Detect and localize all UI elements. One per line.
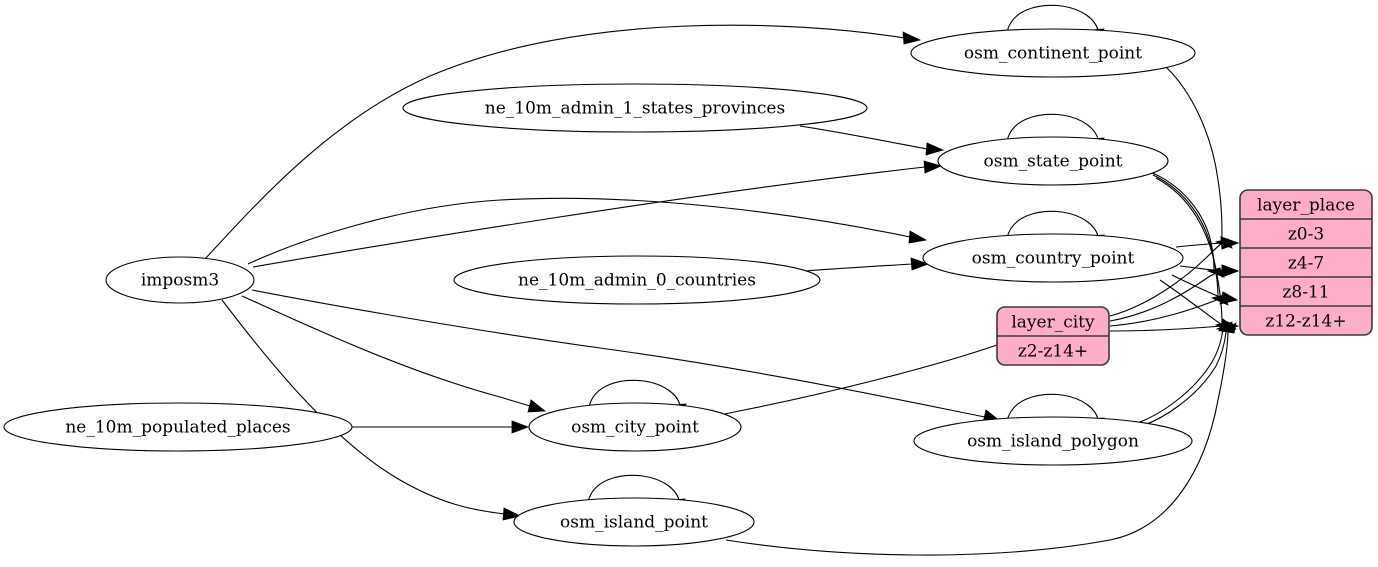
edge-imposm3-osm_island_point (221, 299, 506, 515)
node-ne-10m-admin-1-states-provinces[interactable]: ne_10m_admin_1_states_provinces (402, 83, 868, 133)
edge-osm_state_point-layer_place-z12-z14 (1155, 177, 1223, 325)
arrowhead (910, 257, 930, 271)
edge-osm_country_point-layer_place-z4-7 (1179, 265, 1223, 272)
record-node-layer-place[interactable]: layer_place z0-3 z4-7 z8-11 z12-z14+ (1239, 189, 1373, 336)
record-row-layer-city-z2-z14[interactable]: z2-z14+ (1018, 342, 1088, 362)
edge-osm_state_point-layer_place-z8-11 (1152, 174, 1219, 298)
node-label-ne-populated: ne_10m_populated_places (65, 418, 290, 438)
node-shape-ne-countries[interactable] (453, 255, 821, 305)
node-label-ne-countries: ne_10m_admin_0_countries (518, 271, 756, 291)
edge-self-loop-osm_city_point (588, 379, 681, 408)
node-shape-osm-state-point[interactable] (937, 136, 1169, 186)
node-ne-10m-admin-0-countries[interactable]: ne_10m_admin_0_countries (453, 255, 821, 305)
arrowhead (1219, 291, 1239, 305)
node-label-osm-island-polygon: osm_island_polygon (967, 432, 1139, 452)
record-row-layer-city-title: layer_city (1011, 313, 1095, 333)
arrowhead (902, 31, 922, 45)
arrowhead (1220, 322, 1237, 334)
arrowhead (925, 142, 945, 156)
edge-layer_city-layer_place-z8-11 (1109, 297, 1223, 327)
edge-imposm3-osm_city_point (241, 295, 531, 407)
edge-self-loop-osm_continent_point (1006, 4, 1099, 33)
edge-osm_country_point-layer_place-z12-z14 (1159, 279, 1223, 326)
node-shape-osm-island-polygon[interactable] (913, 416, 1193, 466)
edge-layer (204, 4, 1240, 556)
arrowhead (511, 420, 530, 434)
node-ne-10m-populated-places[interactable]: ne_10m_populated_places (3, 402, 353, 452)
node-shape-osm-city-point[interactable] (528, 402, 742, 452)
node-shape-imposm3[interactable] (105, 256, 255, 304)
node-layer: imposm3 ne_10m_admin_1_states_provinces … (3, 28, 1196, 547)
node-label-osm-continent-point: osm_continent_point (964, 44, 1142, 64)
edge-osm_island_point-layer_place-z12-z14 (725, 329, 1229, 556)
edge-ne_countries-osm_country_point (804, 263, 913, 272)
node-osm-island-polygon[interactable]: osm_island_polygon (913, 416, 1193, 466)
edge-imposm3-osm_country_point (247, 197, 911, 265)
node-shape-ne-populated[interactable] (3, 402, 353, 452)
edge-layer_city-layer_place-z0-3 (1109, 242, 1223, 317)
node-shape-osm-island-point[interactable] (513, 497, 755, 547)
record-row-layer-place-z0-3[interactable]: z0-3 (1288, 225, 1324, 245)
edge-imposm3-osm_continent_point (204, 24, 906, 260)
edge-osm_island_polygon-layer_place-z12-z14 (1124, 327, 1224, 428)
node-osm-island-point[interactable]: osm_island_point (513, 497, 755, 547)
edge-layer_city-layer_place-z12-z14 (1109, 325, 1223, 332)
node-label-ne-states: ne_10m_admin_1_states_provinces (485, 99, 785, 119)
edge-self-loop-osm_island_point (587, 474, 680, 503)
edge-osm_country_point-layer_place-z0-3 (1175, 242, 1223, 248)
node-shape-osm-continent-point[interactable] (910, 28, 1196, 78)
edge-osm_island_polygon-layer_place-z12-z14-b (1127, 331, 1227, 431)
edge-self-loop-osm_country_point (1006, 210, 1099, 239)
record-row-layer-place-z4-7[interactable]: z4-7 (1288, 254, 1324, 274)
arrowhead (527, 399, 547, 413)
record-node-layer-city[interactable]: layer_city z2-z14+ (996, 306, 1110, 366)
edge-self-loop-osm_state_point (1006, 113, 1099, 142)
edge-imposm3-osm_island_polygon (251, 289, 986, 418)
node-osm-state-point[interactable]: osm_state_point (937, 136, 1169, 186)
record-row-layer-place-title: layer_place (1257, 196, 1355, 216)
record-shape-layer-place[interactable] (1239, 189, 1373, 336)
node-shape-ne-states[interactable] (402, 83, 868, 133)
node-osm-continent-point[interactable]: osm_continent_point (910, 28, 1196, 78)
record-row-layer-place-z8-11[interactable]: z8-11 (1282, 283, 1329, 303)
edge-ne_states-osm_state_point (799, 125, 928, 150)
node-label-osm-island-point: osm_island_point (560, 513, 708, 533)
node-label-osm-state-point: osm_state_point (984, 152, 1123, 172)
edge-layer_city-osm_city_point (711, 344, 998, 417)
node-shape-osm-country-point[interactable] (922, 233, 1184, 283)
node-label-osm-country-point: osm_country_point (972, 249, 1135, 269)
edge-layer_city-layer_place-z4-7 (1109, 270, 1223, 322)
node-osm-country-point[interactable]: osm_country_point (922, 233, 1184, 283)
edge-self-loop-osm_island_polygon (1006, 393, 1099, 422)
node-label-imposm3: imposm3 (141, 271, 219, 291)
edge-imposm3-osm_state_point (252, 166, 926, 268)
edge-osm_country_point-layer_place-z8-11 (1171, 274, 1223, 299)
record-layer: layer_place z0-3 z4-7 z8-11 z12-z14+ lay… (996, 189, 1373, 366)
arrowhead (1220, 236, 1240, 250)
arrowhead (1221, 264, 1240, 278)
arrowhead (908, 230, 928, 244)
node-imposm3[interactable]: imposm3 (105, 256, 255, 304)
record-row-layer-place-z12-z14[interactable]: z12-z14+ (1265, 312, 1346, 332)
node-label-osm-city-point: osm_city_point (571, 418, 699, 438)
arrowhead (923, 160, 943, 174)
node-osm-city-point[interactable]: osm_city_point (528, 402, 742, 452)
edge-osm_continent_point-layer_place-z0-3 (1165, 66, 1223, 241)
